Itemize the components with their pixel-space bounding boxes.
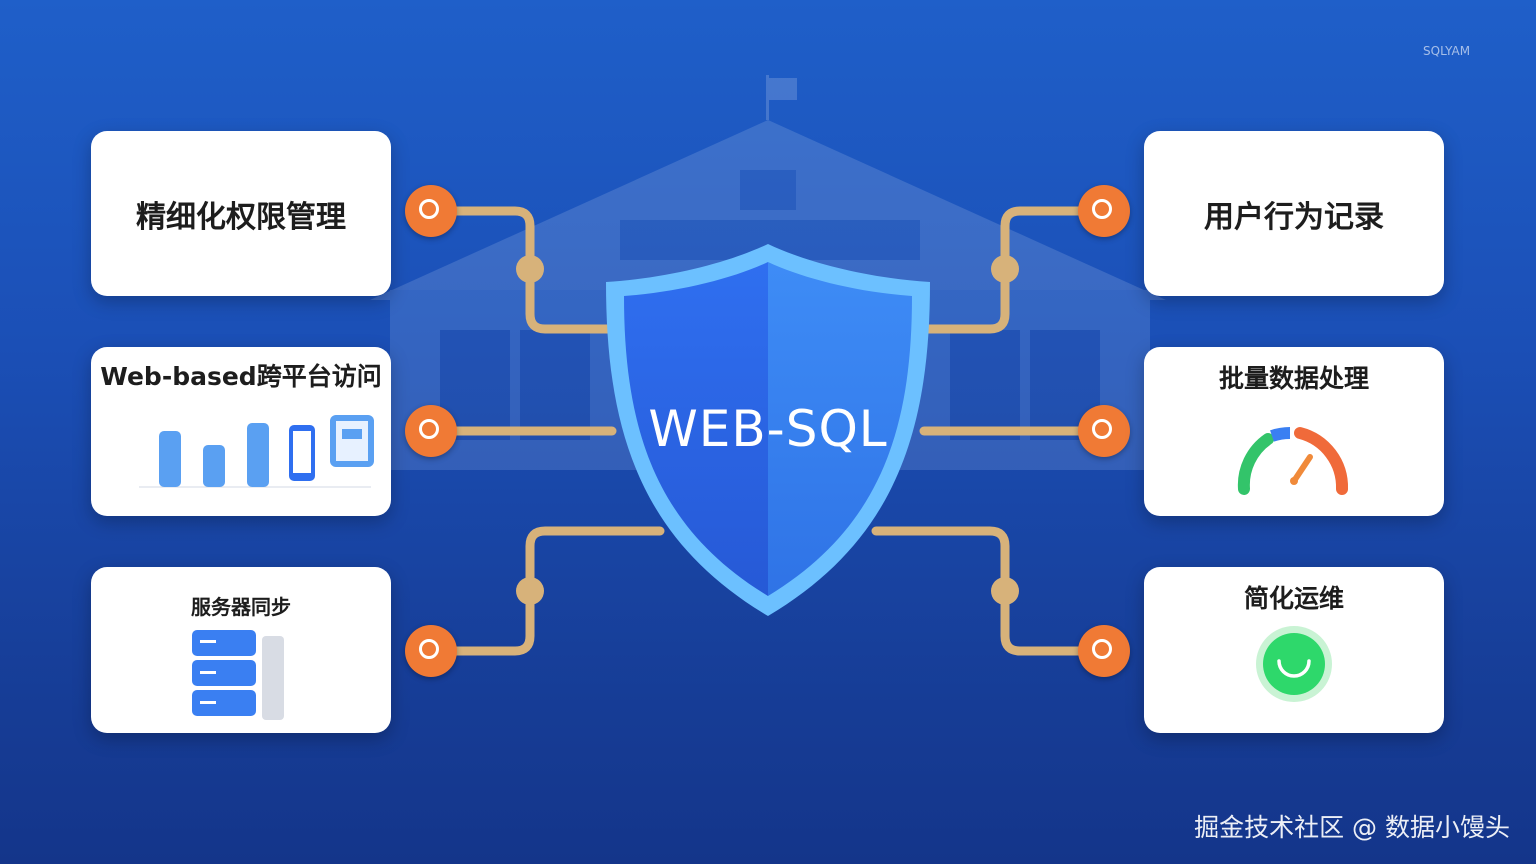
- feature-title: 简化运维: [1243, 584, 1344, 613]
- feature-title: 用户行为记录: [1204, 199, 1384, 235]
- feature-title: 服务器同步: [191, 595, 291, 619]
- feature-title: 精细化权限管理: [136, 199, 346, 235]
- feature-title: Web-based跨平台访问: [100, 362, 382, 391]
- web-sql-shield: WEB-SQL: [600, 240, 936, 620]
- feature-card-user-behavior[interactable]: 用户行为记录: [1144, 131, 1444, 296]
- speedometer-icon: [1237, 427, 1349, 495]
- connector-node-right-1: [1078, 185, 1130, 237]
- feature-card-server-sync[interactable]: 服务器同步: [91, 567, 391, 733]
- connector-node-left-3: [405, 625, 457, 677]
- connector-node-right-2: [1078, 405, 1130, 457]
- feature-card-simplified-ops[interactable]: 简化运维: [1144, 567, 1444, 733]
- devices-bar-illustration: [139, 415, 374, 488]
- footer-credit: 掘金技术社区 @ 数据小馒头: [1194, 813, 1510, 842]
- feature-card-batch-processing[interactable]: 批量数据处理: [1144, 347, 1444, 516]
- connector-node-left-1: [405, 185, 457, 237]
- connector-node-right-3: [1078, 625, 1130, 677]
- shield-icon: [606, 244, 930, 616]
- connector-node-left-2: [405, 405, 457, 457]
- feature-title: 批量数据处理: [1218, 364, 1369, 393]
- brand-watermark: SQLYAM: [1423, 44, 1471, 58]
- feature-card-permission[interactable]: 精细化权限管理: [91, 131, 391, 296]
- server-icon: [192, 630, 284, 720]
- shield-label: WEB-SQL: [648, 400, 888, 458]
- feature-card-cross-platform[interactable]: Web-based跨平台访问: [91, 347, 391, 516]
- power-status-icon: [1256, 626, 1332, 702]
